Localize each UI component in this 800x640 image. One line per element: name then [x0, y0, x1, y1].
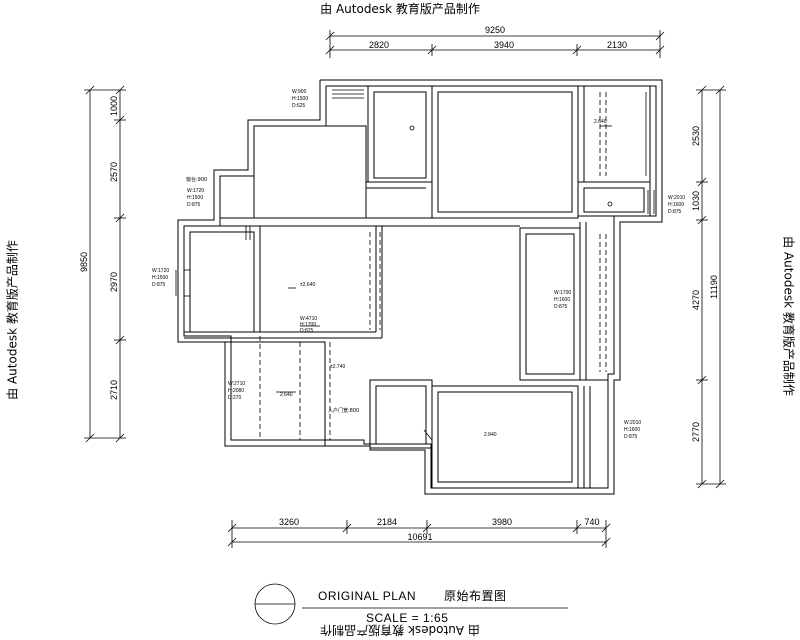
- annot-right-small-w: W:2010: [668, 195, 685, 201]
- dim-top-seg-1: 2820: [369, 40, 389, 50]
- annot-right-small-d: D:875: [668, 209, 682, 215]
- annot-bay-w: W:1720: [152, 268, 169, 274]
- annot-bedroom-right-d: D:875: [624, 434, 638, 440]
- dim-left-seg-3: 2970: [109, 272, 119, 292]
- annot-balcony-d: D:875: [554, 304, 568, 310]
- dim-left-seg-1: 1000: [109, 96, 119, 116]
- annot-bay-d: D:875: [152, 282, 166, 288]
- drawing-scale: SCALE = 1:65: [366, 611, 448, 625]
- dim-top-total: 9250: [485, 25, 505, 35]
- annot-balcony-h: H:1600: [554, 297, 570, 303]
- dim-right-seg-1: 2530: [691, 126, 701, 146]
- openings-dashed: [259, 92, 607, 440]
- annot-level-2: ±2.740: [330, 364, 345, 370]
- dim-top-seg-2: 3940: [494, 40, 514, 50]
- annot-kitchen-d: D:270: [228, 395, 242, 401]
- dim-bottom-seg-2: 2184: [377, 517, 397, 527]
- annot-level-3: 2.640: [280, 392, 293, 398]
- window-bays: [175, 89, 655, 444]
- annot-entry: 入户门宽:800: [328, 407, 359, 414]
- dim-bottom-seg-1: 3260: [279, 517, 299, 527]
- dim-right-seg-2: 1030: [691, 191, 701, 211]
- left-dimension-chain: [84, 85, 126, 443]
- dim-left-seg-2: 2570: [109, 162, 119, 182]
- annot-level-5: 2.840: [484, 432, 497, 438]
- annot-living-h: H:1700: [300, 322, 316, 328]
- annot-right-small-h: H:1600: [668, 202, 684, 208]
- annot-top-small-w: W:900: [292, 89, 307, 95]
- dim-left-seg-4: 2710: [109, 380, 119, 400]
- dim-right-seg-4: 2770: [691, 422, 701, 442]
- annot-balcony-w: W:1700: [554, 290, 571, 296]
- annot-top-small-h: H:1500: [292, 96, 308, 102]
- right-dimension-chain: [696, 85, 726, 489]
- dim-bottom-total: 10691: [407, 532, 432, 542]
- annot-level-1: ±2.640: [300, 282, 315, 288]
- annot-living-w: W:4710: [300, 316, 317, 322]
- annot-kitchen-w: W:2710: [228, 381, 245, 387]
- annot-bay-h: H:1500: [152, 275, 168, 281]
- annot-top-small-d: D:625: [292, 103, 306, 109]
- dim-left-total: 9850: [79, 252, 89, 272]
- outer-walls: [177, 79, 663, 495]
- annot-tl-h: H:1500: [187, 195, 203, 201]
- annot-kitchen-h: H:2080: [228, 388, 244, 394]
- dim-right-total: 11190: [709, 275, 719, 299]
- annot-tl-w: W:1720: [187, 188, 204, 194]
- fixtures: [276, 125, 613, 393]
- dim-right-seg-3: 4270: [691, 290, 701, 310]
- dim-bottom-seg-3: 3980: [492, 517, 512, 527]
- watermark-top: 由 Autodesk 教育版产品制作: [320, 2, 480, 16]
- title-block: [254, 583, 568, 625]
- annot-bedroom-right-h: H:1600: [624, 427, 640, 433]
- interior-walls: [184, 85, 651, 489]
- annot-bedroom-right-w: W:2010: [624, 420, 641, 426]
- drawing-title-cn: 原始布置图: [444, 589, 507, 603]
- top-dimension-chain: [325, 30, 665, 58]
- bottom-dimension-chain: [227, 520, 611, 548]
- drawing-title-en: ORIGINAL PLAN: [318, 589, 416, 603]
- dim-bottom-seg-4: 740: [584, 517, 599, 527]
- annot-sill: 窗台:900: [186, 176, 207, 183]
- annot-living-d: D:875: [300, 328, 314, 334]
- annot-level-4: 2.640: [594, 119, 607, 125]
- annot-tl-d: D:875: [187, 202, 201, 208]
- dim-top-seg-3: 2130: [607, 40, 627, 50]
